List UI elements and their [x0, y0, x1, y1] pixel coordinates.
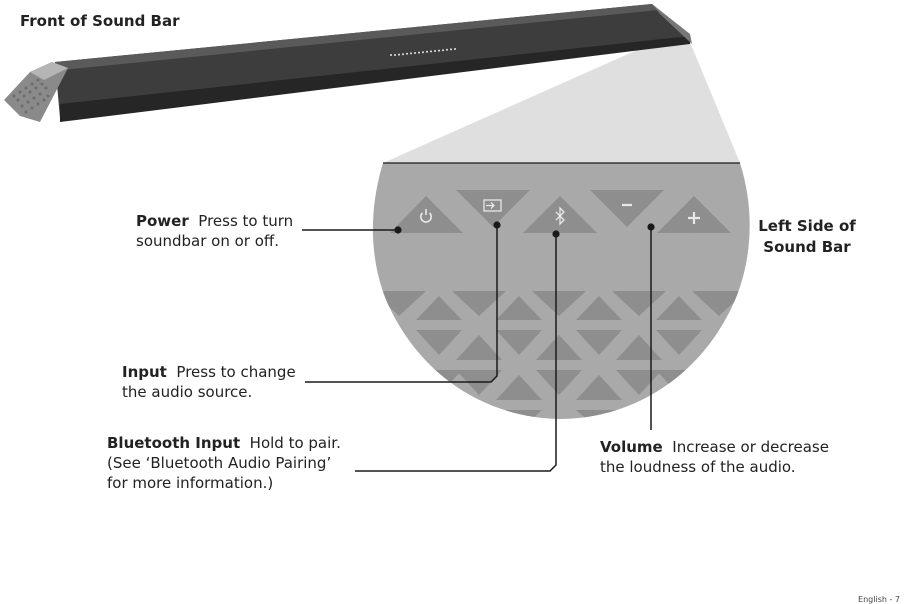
page-footer: English - 7 — [858, 595, 900, 604]
bluetooth-text-2: (See ‘Bluetooth Audio Pairing’ — [107, 454, 332, 472]
input-text-1: Press to change — [176, 363, 296, 381]
volume-down-button[interactable] — [590, 190, 664, 227]
input-icon — [483, 199, 502, 212]
bluetooth-text-3: for more information.) — [107, 474, 274, 492]
power-callout: Power Press to turn soundbar on or off. — [136, 211, 293, 251]
bluetooth-icon — [555, 206, 565, 226]
volume-text-1: Increase or decrease — [672, 438, 829, 456]
leader-dots — [394, 221, 655, 238]
grille-end-cap — [4, 62, 68, 122]
bluetooth-callout: Bluetooth Input Hold to pair. (See ‘Blue… — [107, 433, 341, 493]
soundbar-front — [4, 4, 692, 122]
bluetooth-label: Bluetooth Input — [107, 434, 241, 452]
power-label: Power — [136, 212, 189, 230]
leader-lines — [302, 225, 652, 472]
side-title-line2: Sound Bar — [763, 238, 851, 256]
bluetooth-leader — [355, 234, 557, 472]
side-title: Left Side of Sound Bar — [752, 216, 862, 258]
side-title-line1: Left Side of — [758, 217, 856, 235]
input-leader — [305, 225, 498, 383]
power-icon — [420, 209, 432, 223]
volume-text-2: the loudness of the audio. — [600, 458, 796, 476]
input-callout: Input Press to change the audio source. — [122, 362, 296, 402]
power-text-1: Press to turn — [198, 212, 294, 230]
bluetooth-text-1: Hold to pair. — [249, 434, 341, 452]
zoom-beam — [383, 42, 740, 163]
front-title: Front of Sound Bar — [20, 12, 180, 30]
input-label: Input — [122, 363, 167, 381]
input-button[interactable] — [456, 190, 530, 227]
input-text-2: the audio source. — [122, 383, 253, 401]
led-indicator — [390, 48, 456, 56]
volume-label: Volume — [600, 438, 663, 456]
volume-callout: Volume Increase or decrease the loudness… — [600, 437, 829, 477]
plus-icon — [688, 212, 700, 224]
power-text-2: soundbar on or off. — [136, 232, 280, 250]
